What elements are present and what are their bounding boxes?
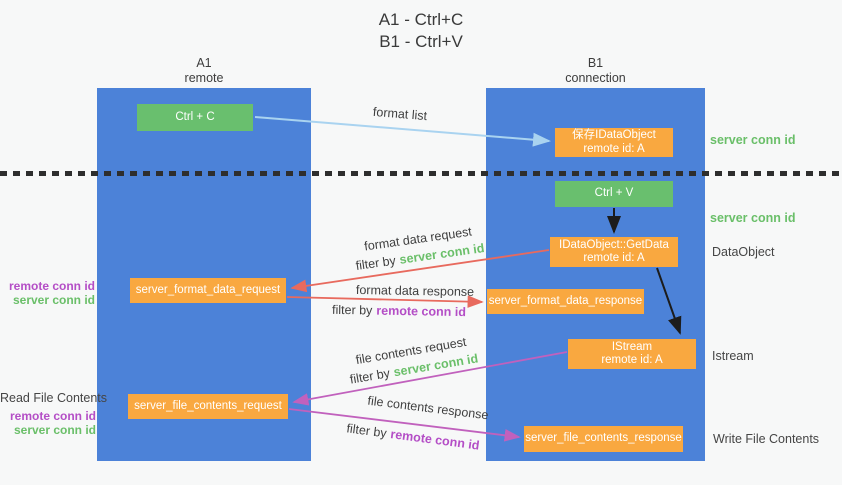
istream-box: IStream remote id: A (568, 339, 696, 369)
server-format-data-response-box: server_format_data_response (487, 289, 644, 314)
istream-side-label: Istream (712, 349, 754, 363)
write-file-contents-label: Write File Contents (713, 432, 820, 446)
column-b1-role: connection (565, 71, 626, 85)
format-data-request-arrow (290, 249, 550, 293)
ctrl-c-label: Ctrl + C (175, 110, 215, 123)
filter-by-text: filter by (331, 302, 373, 318)
column-header-a1: A1 remote (97, 56, 311, 86)
title-line-1: A1 - Ctrl+C (378, 10, 464, 29)
server-format-data-request-box: server_format_data_request (130, 278, 286, 303)
istream-line2: remote id: A (601, 354, 663, 366)
server-format-data-response-label: server_format_data_response (488, 294, 643, 307)
server-conn-id-label-mid: server conn id (710, 211, 796, 225)
server-conn-id-label-file: server conn id (13, 423, 96, 437)
remote-conn-id-label-file: remote conn id (9, 409, 96, 423)
format-data-response-arrow (286, 295, 484, 308)
format-conn-id-legend: remote conn id server conn id (0, 279, 95, 307)
format-list-arrow (254, 116, 551, 147)
column-a1-role: remote (184, 71, 224, 85)
phase-separator-line (0, 171, 842, 176)
server-conn-id-label-top: server conn id (710, 133, 796, 147)
save-idataobject-line2: remote id: A (583, 142, 645, 155)
server-file-contents-response-label: server_file_contents_response (525, 432, 682, 445)
getdata-to-istream-arrow (656, 267, 682, 335)
column-header-b1: B1 connection (486, 56, 705, 86)
file-conn-id-legend: Read File Contents remote conn id server… (0, 391, 108, 437)
server-format-data-request-label: server_format_data_request (135, 283, 281, 296)
ctrl-v-label: Ctrl + V (594, 187, 634, 200)
remote-conn-id-label-format: remote conn id (8, 279, 95, 293)
column-a1-id: A1 (196, 56, 212, 70)
ctrl-c-box: Ctrl + C (137, 104, 253, 131)
istream-line1: IStream (611, 340, 653, 353)
server-file-contents-request-label: server_file_contents_request (134, 399, 282, 412)
file-contents-request-arrow (292, 351, 568, 406)
save-idataobject-box: 保存IDataObject remote id: A (555, 128, 673, 157)
diagram-title: A1 - Ctrl+C B1 - Ctrl+V (0, 9, 842, 53)
getdata-line2: remote id: A (583, 252, 645, 264)
save-idataobject-line1: 保存IDataObject (572, 129, 656, 141)
format-data-response-label: format data response (355, 282, 475, 300)
server-file-contents-response-box: server_file_contents_response (524, 426, 683, 452)
file-contents-response-arrow (288, 408, 521, 442)
read-file-contents-label: Read File Contents (0, 391, 108, 405)
column-b1-id: B1 (587, 56, 604, 70)
remote-conn-id-text: remote conn id (376, 303, 467, 320)
server-file-contents-request-box: server_file_contents_request (128, 394, 288, 419)
server-conn-id-label-format: server conn id (12, 293, 95, 307)
dataobject-label: DataObject (712, 245, 775, 259)
title-line-2: B1 - Ctrl+V (379, 32, 463, 51)
getdata-line1: IDataObject::GetData (559, 238, 669, 251)
ctrl-v-box: Ctrl + V (555, 181, 673, 207)
getdata-box: IDataObject::GetData remote id: A (550, 237, 678, 267)
